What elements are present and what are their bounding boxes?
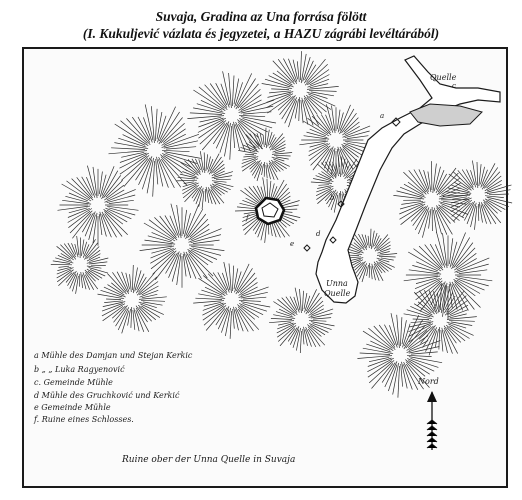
- quelle-mark-c: c: [452, 82, 456, 90]
- hill-hachure: [299, 104, 373, 177]
- map-caption: Ruine ober der Unna Quelle in Suvaja: [121, 455, 295, 465]
- legend-item: b „ „ Luka Ragyenović: [34, 365, 125, 374]
- map-subtitle: (I. Kukuljević vázlata és jegyzetei, a H…: [82, 26, 440, 41]
- legend-item: c. Gemeinde Mühle: [34, 378, 113, 387]
- hill-hachure: [261, 51, 339, 128]
- hill-hachure: [193, 261, 271, 339]
- mark-e: e: [290, 240, 294, 248]
- hill-hachure: [50, 235, 109, 294]
- north-arrow: Nord: [417, 377, 439, 450]
- hill-hachure: [175, 151, 234, 210]
- hill-hachure: [57, 165, 139, 246]
- north-label: Nord: [417, 377, 439, 386]
- hill-hachure: [269, 287, 335, 354]
- legend-item: d Mühle des Gruchković und Kerkić: [34, 391, 180, 400]
- unna-label: Unna: [326, 279, 348, 288]
- spring-pond: [409, 103, 483, 127]
- hill-hachure: [442, 160, 513, 230]
- hill-hachure: [393, 161, 471, 238]
- hill-hachure: [238, 127, 293, 182]
- mark-a: a: [380, 112, 384, 120]
- hill-hachure: [139, 203, 225, 288]
- hill-hachure: [108, 104, 201, 197]
- mark-f: f: [245, 214, 250, 222]
- hill-hachure: [97, 264, 167, 334]
- quelle-label-2: Quelle: [324, 289, 351, 298]
- quelle-label: Quelle: [430, 73, 457, 82]
- mill-marks: [303, 117, 401, 252]
- map-title: Suvaja, Gradina az Una forrása fölött: [155, 9, 367, 24]
- hill-hachure: [403, 231, 493, 320]
- hachured-hills: [50, 51, 513, 398]
- legend-item: e Gemeinde Mühle: [34, 403, 111, 412]
- hill-hachure: [343, 228, 398, 283]
- legend: a Mühle des Damjan und Stejan Kerkic b „…: [33, 351, 193, 424]
- legend-item: f. Ruine eines Schlosses.: [33, 415, 134, 424]
- mark-b: b: [330, 194, 335, 202]
- hill-hachure: [187, 71, 277, 160]
- castle-ruin: [254, 196, 286, 226]
- una-river: [315, 55, 501, 304]
- legend-item: a Mühle des Damjan und Stejan Kerkic: [34, 351, 193, 360]
- hill-hachure: [403, 283, 477, 356]
- mark-d: d: [316, 230, 321, 238]
